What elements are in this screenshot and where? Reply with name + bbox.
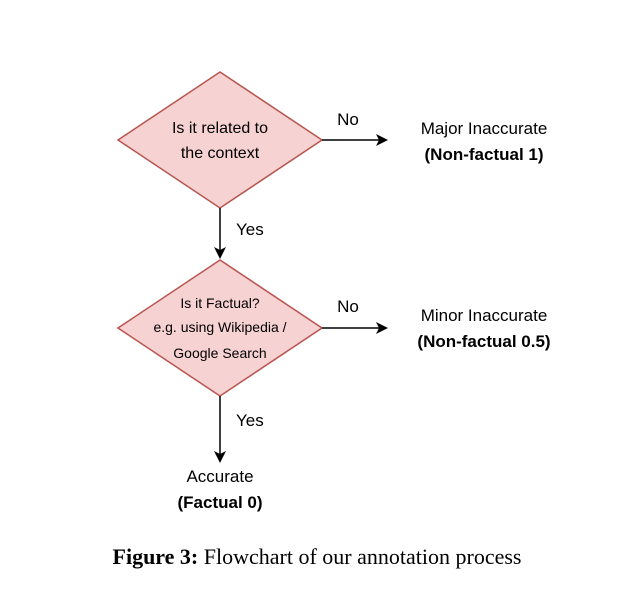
edge-label-yes-1: Yes [236,220,264,239]
decision2-text-line2: e.g. using Wikipedia / [153,319,287,335]
figure-caption: Figure 3: Flowchart of our annotation pr… [0,546,634,568]
decision2-text-line1: Is it Factual? [180,295,260,311]
outcome-minor-title: Minor Inaccurate [420,306,548,325]
edge-label-no-2: No [337,297,359,316]
edge-label-no-1: No [337,110,359,129]
decision2-text-line3: Google Search [173,345,267,361]
outcome-major-title: Major Inaccurate [420,119,548,138]
decision1-text-line2: the context [180,145,260,162]
outcome-accurate-detail: (Factual 0) [177,493,263,512]
decision1-text-line1: Is it related to [171,120,269,137]
figure-caption-label: Figure 3: [112,544,199,569]
figure-caption-text: Flowchart of our annotation process [203,544,522,569]
outcome-major-detail: (Non-factual 1) [424,145,544,164]
outcome-minor-detail: (Non-factual 0.5) [417,332,551,351]
edge-label-yes-2: Yes [236,411,264,430]
outcome-accurate-title: Accurate [186,467,254,486]
decision-diamond-context [116,71,324,209]
